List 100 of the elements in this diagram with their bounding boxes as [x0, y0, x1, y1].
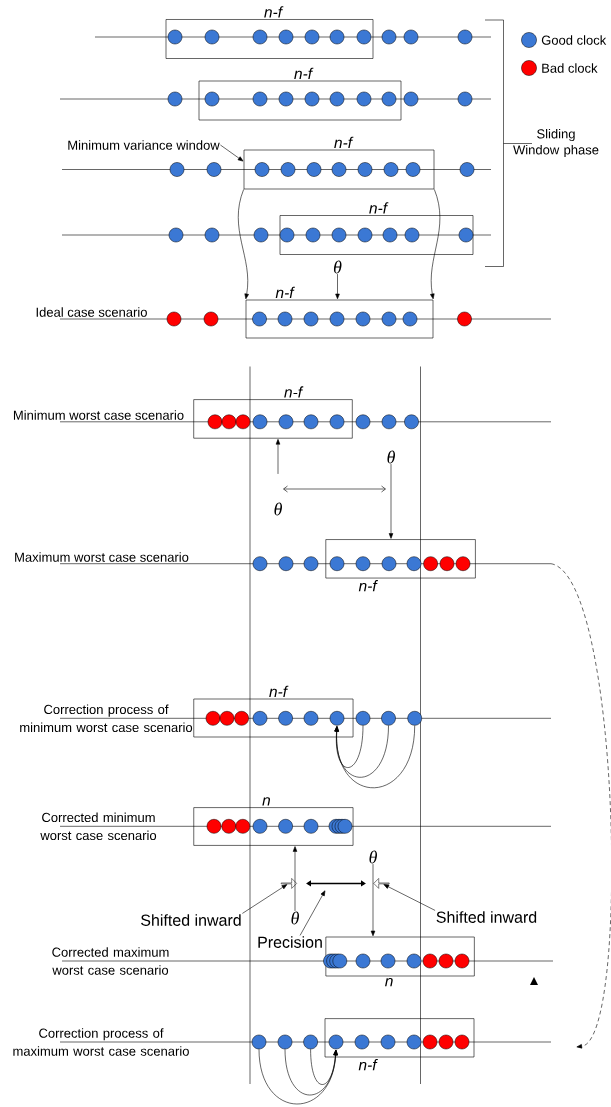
node-label: n-f	[294, 67, 314, 79]
clock-dot	[457, 91, 473, 107]
clock-dot	[251, 1034, 267, 1050]
clock-dot	[355, 953, 371, 969]
clock-dot	[331, 227, 347, 243]
leader-line	[383, 884, 436, 911]
arrow	[292, 846, 298, 912]
window-box: n-f	[193, 685, 354, 738]
clock-dot	[355, 556, 371, 571]
clock-dot	[204, 91, 220, 107]
clock-dot	[423, 556, 438, 571]
clock-dot	[355, 311, 371, 327]
clock-dot	[357, 162, 373, 177]
clock-dot	[254, 162, 270, 177]
window-box: n-f	[243, 136, 435, 190]
clock-dot	[303, 1034, 318, 1050]
clock-dot	[354, 1034, 370, 1050]
clock-dot	[235, 819, 251, 834]
clock-dot	[329, 311, 345, 327]
clock-dot	[221, 819, 237, 834]
theta-symbol: θ	[333, 260, 342, 274]
arrow	[275, 439, 281, 475]
clock-dot	[380, 1034, 396, 1050]
arrow	[388, 463, 394, 539]
clock-dot	[438, 1034, 454, 1050]
clock-dot	[459, 162, 475, 177]
clock-dot	[329, 29, 345, 45]
curved-arrow	[258, 1048, 338, 1105]
clock-dot	[331, 162, 347, 177]
clock-dot	[422, 1034, 438, 1050]
row-label: Corrected maximum worst case scenario	[52, 947, 169, 975]
curved-arrow	[284, 1048, 338, 1096]
row-label: Maximum worst case scenario	[15, 552, 189, 562]
clock-dot	[439, 556, 455, 571]
clock-dot	[252, 556, 268, 571]
clock-dot	[381, 91, 397, 107]
clock-dot	[252, 91, 268, 107]
clock-dot	[381, 711, 396, 726]
clock-dot	[278, 711, 293, 726]
clock-dot	[405, 162, 421, 177]
clock-dot	[329, 711, 345, 726]
clock-dot	[356, 91, 372, 107]
clock-dot	[169, 162, 185, 177]
clock-dot	[457, 311, 472, 327]
clock-dot	[380, 953, 396, 969]
clock-dot	[204, 227, 220, 243]
clock-dot	[357, 227, 373, 243]
node-label: n-f	[358, 580, 378, 592]
clock-dot	[277, 311, 293, 327]
clock-dot	[457, 29, 473, 45]
clock-dot	[455, 556, 471, 571]
clock-dot	[355, 711, 371, 726]
window-box: n	[193, 797, 354, 846]
clock-dot	[278, 91, 294, 107]
clock-dot	[329, 556, 345, 571]
clock-dot	[277, 1034, 293, 1050]
phase-label: Sliding Window phase	[513, 128, 599, 158]
clock-dot	[303, 414, 319, 430]
node-label: n-f	[284, 386, 304, 398]
node-label: n-f	[358, 1059, 378, 1071]
clock-dot	[404, 414, 419, 430]
legend-label: Bad clock	[542, 63, 598, 73]
arrow	[370, 863, 376, 937]
clock-dot	[207, 414, 223, 430]
callout-text: Shifted inward	[141, 914, 241, 926]
clock-dot	[355, 414, 371, 430]
clock-dot	[252, 29, 268, 45]
clock-dot	[403, 91, 419, 107]
shift-arrow-icon	[373, 878, 390, 889]
callout-text: Precision	[258, 936, 322, 948]
clock-dot	[253, 227, 269, 243]
row-label: Correction process of minimum worst case scenario	[20, 704, 193, 733]
clock-dot	[167, 91, 183, 107]
clock-dot	[454, 953, 470, 969]
clock-dot	[303, 819, 319, 834]
shift-arrow-icon	[280, 878, 297, 889]
theta-symbol: θ	[369, 850, 377, 864]
clock-dot	[206, 819, 222, 834]
clock-dot	[383, 162, 399, 177]
row-label: Minimum worst case scenario	[13, 410, 184, 420]
clock-dot	[205, 711, 221, 726]
node-label: n	[262, 797, 271, 806]
clock-dot	[168, 227, 184, 243]
curved-arrow	[334, 725, 415, 789]
clock-dot	[328, 1034, 344, 1050]
callout-text: Shifted inward	[436, 911, 537, 923]
clock-dot	[381, 556, 397, 571]
clock-dot	[381, 29, 397, 45]
node-label: n-f	[334, 136, 354, 148]
clock-dot	[252, 819, 268, 834]
arrow	[335, 273, 340, 300]
theta-symbol: θ	[387, 450, 395, 464]
clock-dot	[278, 556, 294, 571]
clock-dot	[221, 414, 237, 430]
clock-dot	[206, 162, 222, 177]
clock-dot	[422, 953, 438, 969]
clock-dot	[306, 162, 322, 177]
clock-dot	[305, 227, 321, 243]
clock-dot	[280, 162, 296, 177]
clock-dot	[234, 711, 249, 726]
